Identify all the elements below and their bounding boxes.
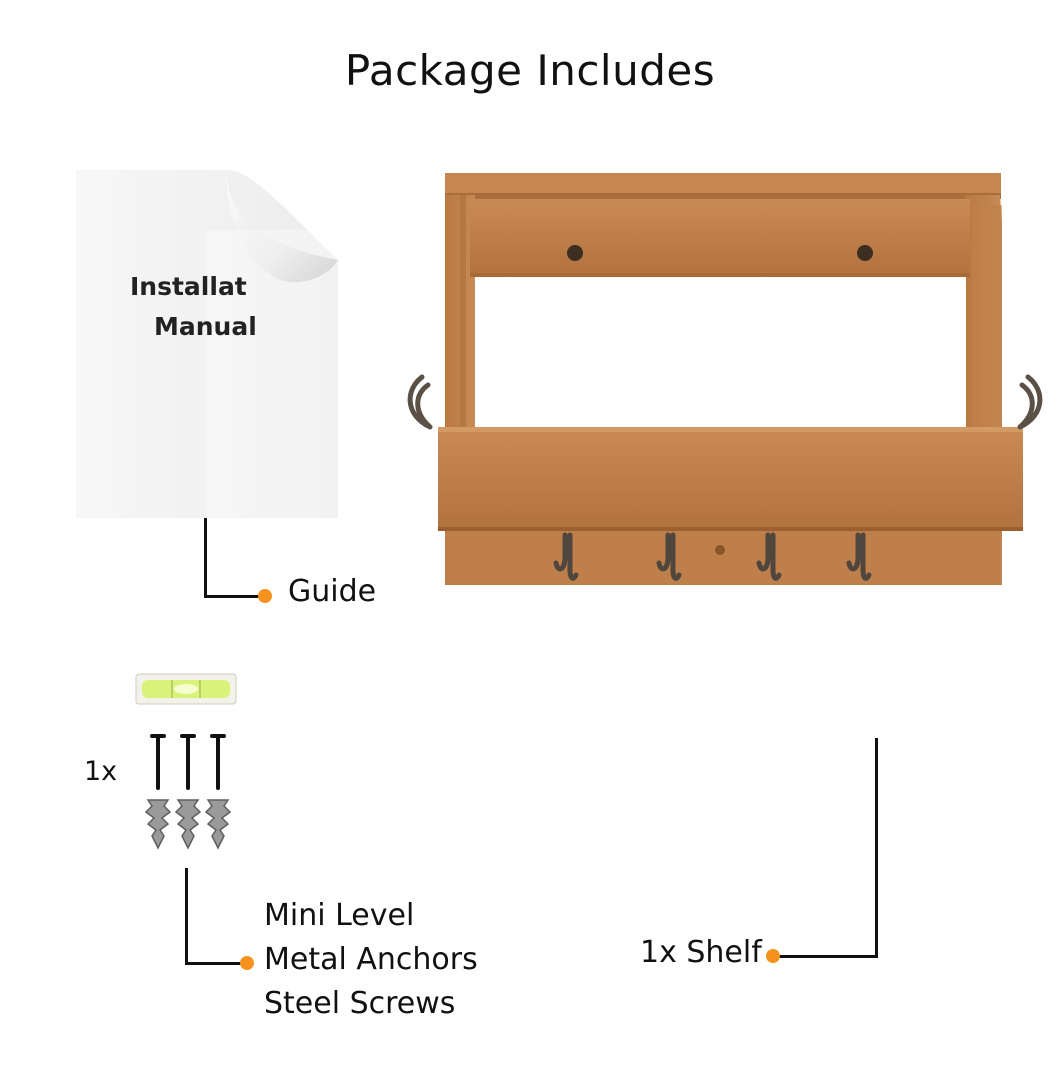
manual-title-line2: Manual xyxy=(154,312,257,341)
shelf-marker-dot xyxy=(766,949,780,963)
shelf-connector-vertical xyxy=(875,738,878,958)
mini-level-icon xyxy=(135,673,237,705)
guide-label: Guide xyxy=(288,574,377,609)
wall-shelf-image xyxy=(400,165,1050,595)
hardware-item-metal-anchors: Metal Anchors xyxy=(264,942,478,977)
steel-screws-icon xyxy=(150,734,226,790)
manual-page-icon xyxy=(76,170,338,518)
hardware-kit-image xyxy=(130,672,250,857)
shelf-label: 1x Shelf xyxy=(640,935,762,970)
guide-marker-dot xyxy=(258,589,272,603)
metal-anchors-icon xyxy=(144,799,232,850)
guide-connector-vertical xyxy=(204,518,207,598)
hardware-connector-vertical xyxy=(185,868,188,965)
hardware-connector-horizontal xyxy=(185,962,243,965)
hardware-item-steel-screws: Steel Screws xyxy=(264,986,456,1021)
hardware-item-mini-level: Mini Level xyxy=(264,898,415,933)
installation-manual-image xyxy=(76,170,338,518)
shelf-connector-horizontal xyxy=(772,955,878,958)
page-title: Package Includes xyxy=(344,46,716,95)
shelf-icon xyxy=(407,173,1043,585)
hardware-quantity-label: 1x xyxy=(84,756,118,787)
manual-title-line1: Installat xyxy=(130,272,247,301)
hardware-marker-dot xyxy=(240,956,254,970)
guide-connector-horizontal xyxy=(204,595,262,598)
